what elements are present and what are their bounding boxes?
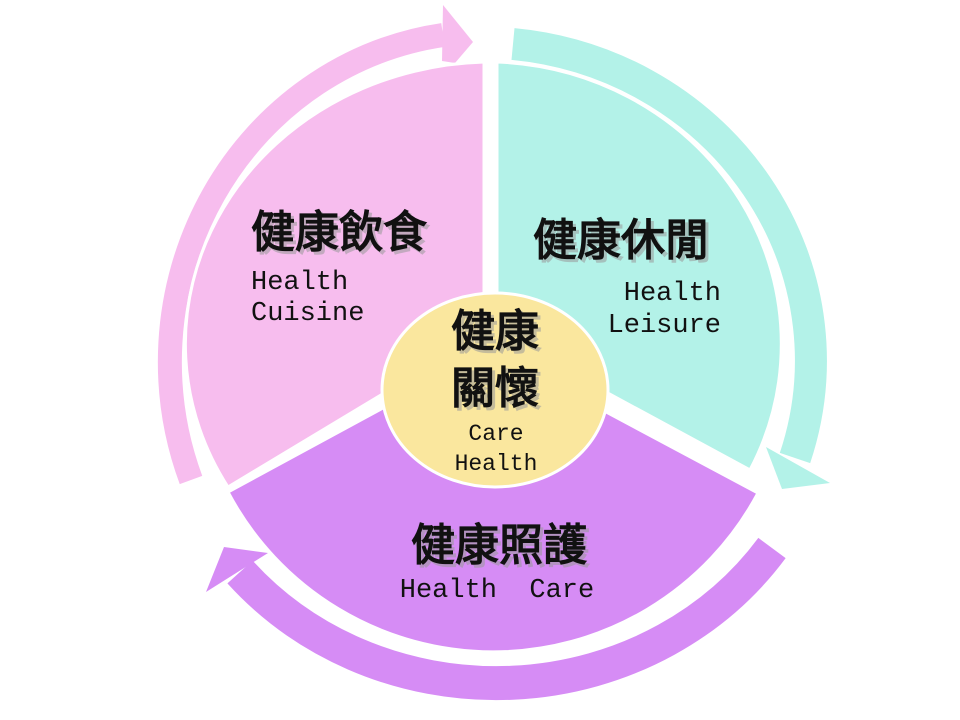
segment-health-cuisine[interactable] <box>183 60 486 490</box>
center-title-zh-line2: 關懷 <box>451 363 539 414</box>
care-title-en: Health Care <box>400 576 594 606</box>
care-title-zh: 健康照護 <box>411 520 588 571</box>
center-title-zh-line2-shadow: 關懷 <box>454 366 542 417</box>
arrow-band-purple <box>227 537 786 701</box>
center-title-en-line2: Health <box>455 451 538 477</box>
arrow-band-teal <box>511 28 827 464</box>
arrow-leisure-to-care <box>511 28 830 489</box>
arrowhead-purple-icon <box>206 547 268 592</box>
label-health-care: 健康照護 健康照護 Health Care <box>400 520 594 606</box>
cuisine-title-en-line2: Cuisine <box>251 299 364 329</box>
arrowhead-teal-icon <box>766 447 830 489</box>
leisure-title-en-line2: Leisure <box>608 311 721 341</box>
segment-health-care[interactable] <box>225 348 761 654</box>
label-health-leisure: 健康休閒 健康休閒 Health Leisure <box>533 215 721 341</box>
center-title-zh-line1: 健康 <box>451 306 539 357</box>
cycle-arrows <box>157 5 830 701</box>
arrow-cuisine-to-leisure <box>157 5 473 485</box>
leisure-title-zh-shadow: 健康休閒 <box>536 218 712 269</box>
arrow-band-pink <box>157 23 445 485</box>
care-title-zh-shadow: 健康照護 <box>414 523 591 574</box>
cuisine-title-zh: 健康飲食 <box>251 207 428 258</box>
cuisine-title-en-line1: Health <box>251 268 348 298</box>
leisure-title-zh: 健康休閒 <box>533 215 709 266</box>
cuisine-title-zh-shadow: 健康飲食 <box>254 210 431 261</box>
leisure-title-en-line1: Health <box>624 279 721 309</box>
center-title-zh-line1-shadow: 健康 <box>454 309 542 360</box>
arrow-care-to-cuisine <box>206 537 786 701</box>
label-health-cuisine: 健康飲食 健康飲食 Health Cuisine <box>251 207 431 329</box>
center-care-health[interactable] <box>380 291 610 489</box>
arrowhead-pink-icon <box>442 5 473 63</box>
center-title-en-line1: Care <box>468 421 523 447</box>
label-center: 健康 健康 關懷 關懷 Care Health <box>451 306 542 477</box>
cycle-segments <box>183 60 783 654</box>
